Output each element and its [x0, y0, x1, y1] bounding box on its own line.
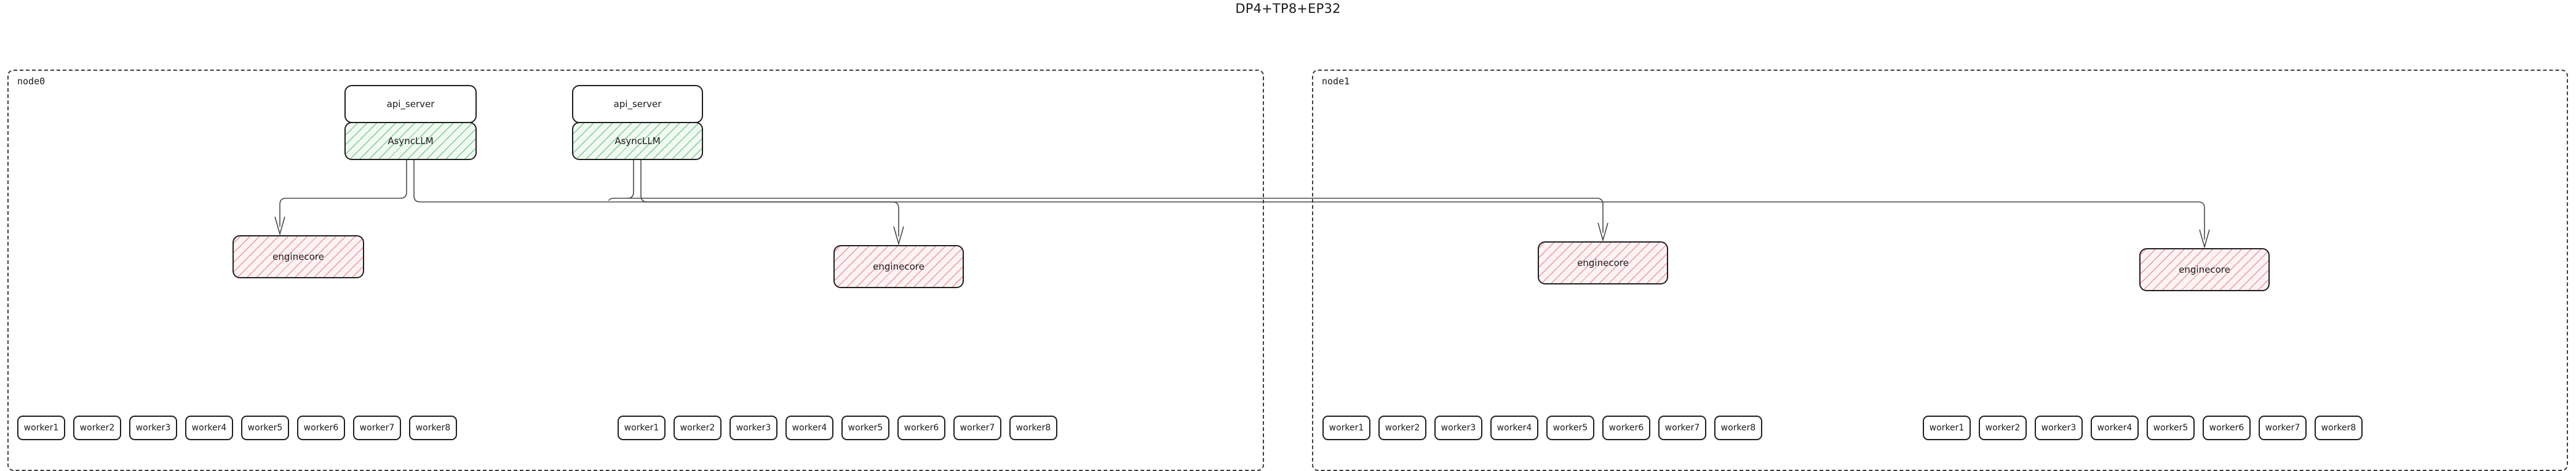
worker-label: worker3	[1441, 423, 1476, 433]
worker-box: worker8	[1009, 416, 1057, 440]
worker-box: worker8	[2315, 416, 2363, 440]
worker-label: worker8	[1720, 423, 1756, 433]
worker-label: worker6	[1608, 423, 1644, 433]
enginecore-box-2: enginecore	[1538, 241, 1668, 284]
worker-label: worker5	[247, 423, 283, 433]
worker-box: worker1	[1923, 416, 1971, 440]
api-server-box-1: api_server	[572, 85, 703, 123]
enginecore-box-1: enginecore	[833, 245, 964, 288]
enginecore-box-2-label: enginecore	[1577, 257, 1629, 268]
worker-label: worker1	[23, 423, 59, 433]
worker-box: worker1	[618, 416, 666, 440]
worker-label: worker6	[904, 423, 939, 433]
worker-box: worker2	[1979, 416, 2027, 440]
worker-label: worker2	[79, 423, 115, 433]
enginecore-box-0: enginecore	[233, 235, 364, 278]
worker-box: worker7	[2259, 416, 2307, 440]
worker-label: worker4	[792, 423, 827, 433]
worker-label: worker1	[1929, 423, 1965, 433]
worker-label: worker2	[1385, 423, 1420, 433]
worker-box: worker5	[241, 416, 289, 440]
worker-label: worker6	[303, 423, 339, 433]
worker-box: worker7	[353, 416, 401, 440]
worker-label: worker3	[736, 423, 771, 433]
asyncllm-box-0: AsyncLLM	[344, 122, 477, 160]
worker-box: worker6	[2203, 416, 2251, 440]
worker-box: worker4	[1490, 416, 1538, 440]
api-server-box-0: api_server	[344, 85, 477, 123]
worker-box: worker2	[674, 416, 722, 440]
worker-label: worker7	[1664, 423, 1700, 433]
worker-label: worker3	[2041, 423, 2077, 433]
asyncllm-box-0-label: AsyncLLM	[388, 135, 434, 147]
cluster-label-node0: node0	[17, 76, 46, 87]
enginecore-box-1-label: enginecore	[873, 261, 924, 272]
asyncllm-box-1-label: AsyncLLM	[614, 135, 661, 147]
worker-box: worker3	[1434, 416, 1482, 440]
worker-box: worker2	[73, 416, 121, 440]
worker-box: worker8	[1714, 416, 1762, 440]
worker-label: worker2	[1985, 423, 2021, 433]
api-server-box-0-label: api_server	[386, 99, 435, 110]
cluster-node1: node1	[1312, 70, 2568, 471]
worker-box: worker4	[185, 416, 233, 440]
worker-label: worker8	[2321, 423, 2356, 433]
worker-box: worker5	[841, 416, 889, 440]
worker-box: worker6	[1602, 416, 1650, 440]
worker-label: worker4	[1497, 423, 1532, 433]
worker-label: worker5	[848, 423, 883, 433]
enginecore-box-3-label: enginecore	[2179, 264, 2230, 275]
worker-label: worker7	[2265, 423, 2300, 433]
worker-label: worker3	[135, 423, 171, 433]
page-title: DP4+TP8+EP32	[1235, 1, 1341, 16]
worker-box: worker2	[1378, 416, 1426, 440]
cluster-label-node1: node1	[1322, 76, 1350, 87]
worker-label: worker7	[359, 423, 395, 433]
worker-box: worker3	[129, 416, 177, 440]
worker-label: worker2	[680, 423, 715, 433]
worker-box: worker1	[17, 416, 65, 440]
enginecore-box-0-label: enginecore	[272, 251, 324, 262]
worker-box: worker3	[2035, 416, 2083, 440]
worker-label: worker4	[191, 423, 227, 433]
worker-label: worker8	[415, 423, 451, 433]
worker-box: worker3	[729, 416, 777, 440]
worker-label: worker5	[1552, 423, 1588, 433]
worker-label: worker7	[960, 423, 995, 433]
asyncllm-box-1: AsyncLLM	[572, 122, 703, 160]
worker-box: worker4	[2091, 416, 2139, 440]
worker-box: worker8	[409, 416, 457, 440]
worker-label: worker1	[624, 423, 659, 433]
worker-box: worker4	[785, 416, 833, 440]
worker-label: worker4	[2097, 423, 2133, 433]
api-server-box-1-label: api_server	[613, 99, 662, 110]
worker-label: worker5	[2153, 423, 2188, 433]
worker-box: worker5	[2147, 416, 2195, 440]
enginecore-box-3: enginecore	[2139, 248, 2270, 291]
worker-box: worker1	[1322, 416, 1370, 440]
worker-box: worker7	[1658, 416, 1706, 440]
worker-box: worker6	[297, 416, 345, 440]
worker-label: worker1	[1329, 423, 1364, 433]
worker-label: worker8	[1016, 423, 1051, 433]
worker-box: worker7	[953, 416, 1001, 440]
worker-box: worker6	[897, 416, 945, 440]
worker-box: worker5	[1546, 416, 1594, 440]
worker-label: worker6	[2209, 423, 2244, 433]
